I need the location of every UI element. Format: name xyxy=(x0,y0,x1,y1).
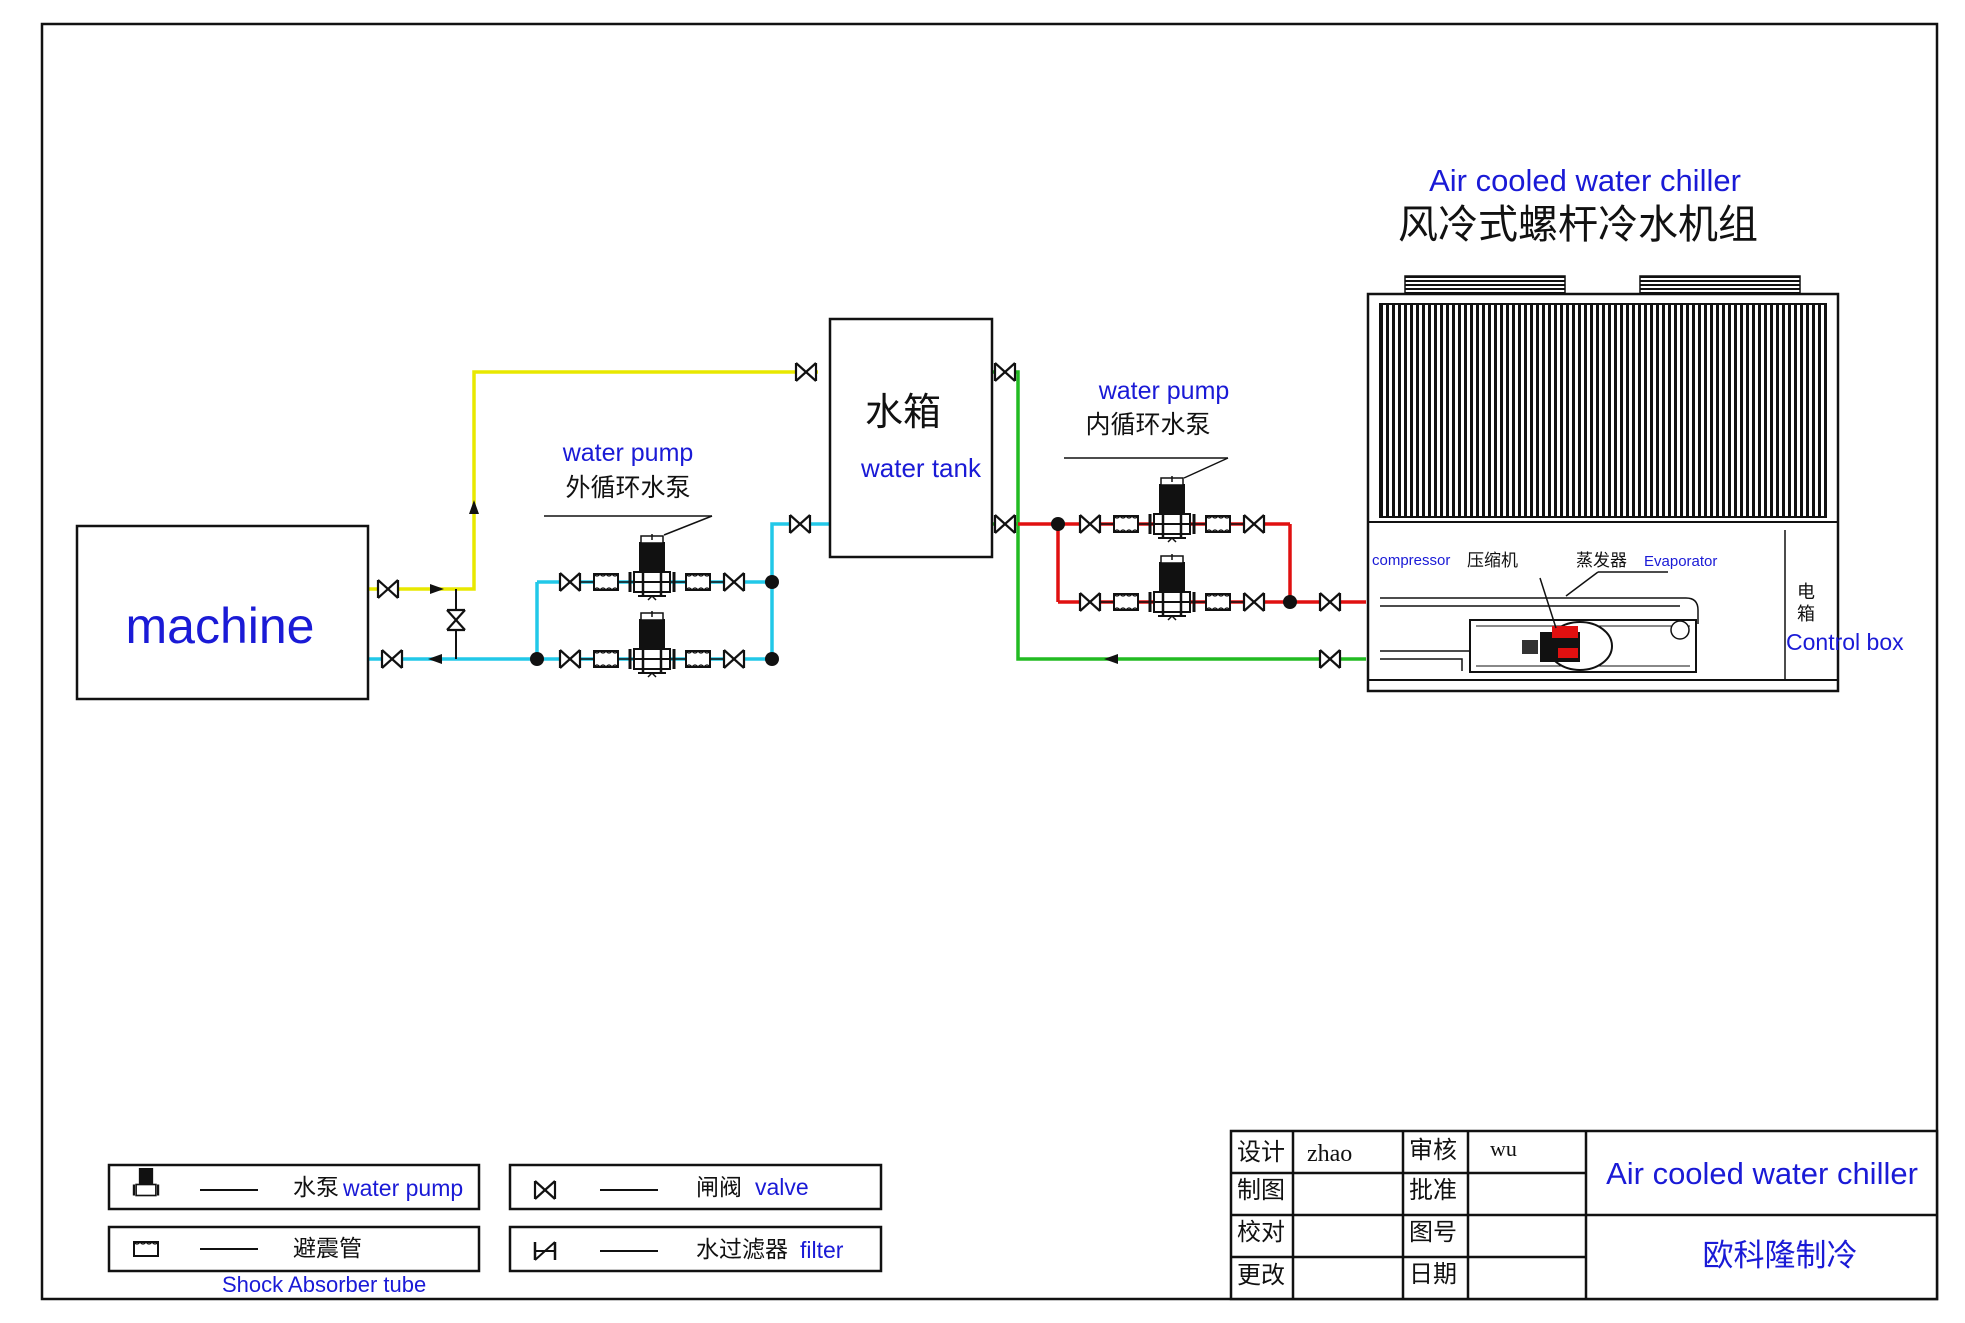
gate-valve-icon xyxy=(533,1179,557,1201)
inner-pump-assembly-bottom xyxy=(1080,554,1264,620)
legend-valve-en: valve xyxy=(755,1174,809,1200)
outer-pump-assembly-bottom xyxy=(560,611,744,677)
legend: 水泵 water pump 避震管 Shock Absorber tube 闸阀… xyxy=(107,1163,883,1297)
check-label: 校对 xyxy=(1237,1218,1285,1246)
legend-filter-cn: 水过滤器 xyxy=(696,1237,788,1263)
legend-filter-en: filter xyxy=(800,1237,844,1263)
legend-valve-box xyxy=(508,1163,883,1211)
inner-pump-label-en: water pump xyxy=(1098,377,1230,405)
chiller-title-cn: 风冷式螺杆冷水机组 xyxy=(1398,202,1758,248)
control-box-label-cn-1: 电 xyxy=(1797,582,1815,603)
change-label: 更改 xyxy=(1237,1261,1285,1289)
machine-label: machine xyxy=(126,598,315,654)
title-block-company: 欧科隆制冷 xyxy=(1703,1238,1858,1273)
gate-valve-icon xyxy=(376,578,400,600)
pump-icon xyxy=(132,1168,160,1197)
legend-pump-cn: 水泵 xyxy=(293,1175,339,1201)
title-block-product: Air cooled water chiller xyxy=(1606,1156,1918,1191)
chiller-title-en: Air cooled water chiller xyxy=(1429,163,1741,198)
legend-pump-en: water pump xyxy=(342,1175,463,1201)
gate-valve-icon xyxy=(1318,591,1342,613)
design-value: zhao xyxy=(1307,1141,1352,1167)
legend-pump-box xyxy=(107,1163,481,1211)
drawing-frame xyxy=(40,22,1939,1301)
compressor-label: compressor xyxy=(1372,552,1450,569)
compressor xyxy=(1522,577,1613,671)
compressor-label-cn: 压缩机 xyxy=(1467,551,1518,571)
red-chiller-pipes xyxy=(1018,522,1366,604)
shock-absorber-icon xyxy=(133,1240,159,1257)
outer-pump-label-en: water pump xyxy=(562,439,694,467)
inner-pump-assembly-top xyxy=(1080,476,1264,542)
control-box-label-cn-2: 箱 xyxy=(1797,604,1815,625)
legend-shock-box xyxy=(107,1225,481,1273)
gate-valve-icon xyxy=(993,361,1017,383)
outer-pump-label-cn: 外循环水泵 xyxy=(565,473,690,502)
gate-valve-icon xyxy=(380,648,404,670)
date-label: 日期 xyxy=(1409,1260,1457,1288)
legend-filter-box xyxy=(508,1225,883,1273)
design-label: 设计 xyxy=(1237,1138,1285,1166)
inner-pump-label-cn: 内循环水泵 xyxy=(1085,410,1210,439)
gate-valve-icon xyxy=(993,513,1017,535)
machine-box xyxy=(75,524,370,701)
drawing-no-label: 图号 xyxy=(1409,1218,1457,1246)
fan-vent-right xyxy=(1639,275,1801,294)
evaporator-label-en: Evaporator xyxy=(1644,553,1717,570)
evaporator-label-cn: 蒸发器 xyxy=(1576,551,1627,571)
legend-shock-cn: 避震管 xyxy=(293,1236,362,1262)
outer-pump-assembly-top xyxy=(560,534,744,600)
gate-valve-icon xyxy=(788,513,812,535)
approve-label: 批准 xyxy=(1409,1176,1457,1204)
review-label: 审核 xyxy=(1409,1136,1457,1164)
water-tank xyxy=(828,317,994,559)
review-value: wu xyxy=(1490,1136,1517,1161)
gate-valve-icon xyxy=(1318,648,1342,670)
legend-valve-cn: 闸阀 xyxy=(696,1175,742,1201)
water-tank-label-en: water tank xyxy=(860,453,982,483)
water-tank-label-cn: 水箱 xyxy=(865,390,941,434)
filter-icon xyxy=(533,1241,557,1261)
control-box-label-en: Control box xyxy=(1786,629,1904,655)
fan-vent-left xyxy=(1404,275,1566,294)
legend-shock-en: Shock Absorber tube xyxy=(222,1272,426,1297)
junction-dot-icon xyxy=(530,517,1297,666)
yellow-supply-pipe xyxy=(368,370,818,591)
cyan-return-pipes xyxy=(368,522,830,661)
gate-valve-icon xyxy=(794,361,818,383)
condenser-coil xyxy=(1379,303,1827,518)
flow-arrow-icon xyxy=(428,500,1118,664)
bypass-valve-icon xyxy=(445,608,467,632)
draw-label: 制图 xyxy=(1237,1176,1285,1204)
title-block xyxy=(1229,1129,1939,1301)
